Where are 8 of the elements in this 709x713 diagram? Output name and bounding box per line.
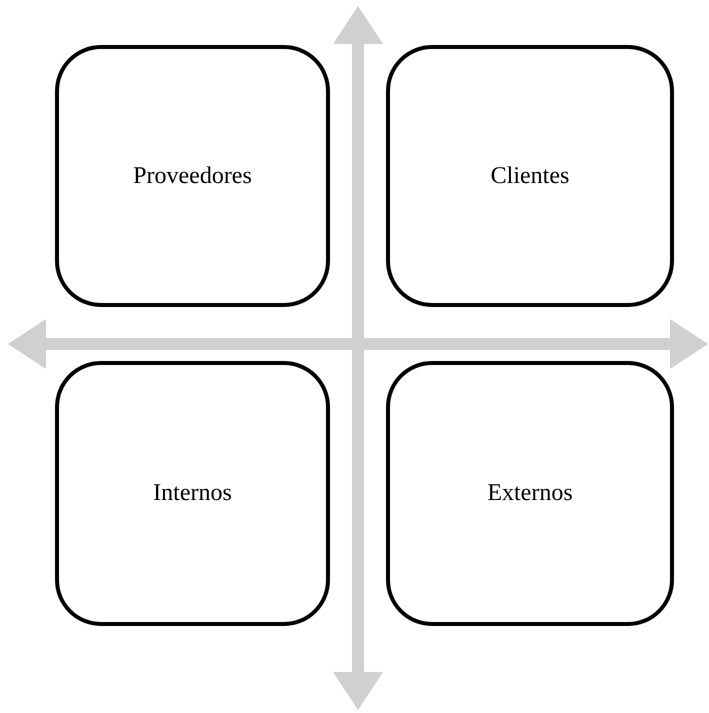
quadrant-label: Externos [487, 480, 573, 507]
quadrant-box [55, 45, 330, 307]
quadrant-label: Clientes [490, 162, 570, 190]
quadrant-box [386, 45, 674, 307]
quadrant-label: Proveedores [133, 162, 252, 190]
quadrant-box [386, 361, 674, 626]
quadrant-box [55, 361, 330, 626]
quadrant-label: Internos [153, 480, 232, 507]
